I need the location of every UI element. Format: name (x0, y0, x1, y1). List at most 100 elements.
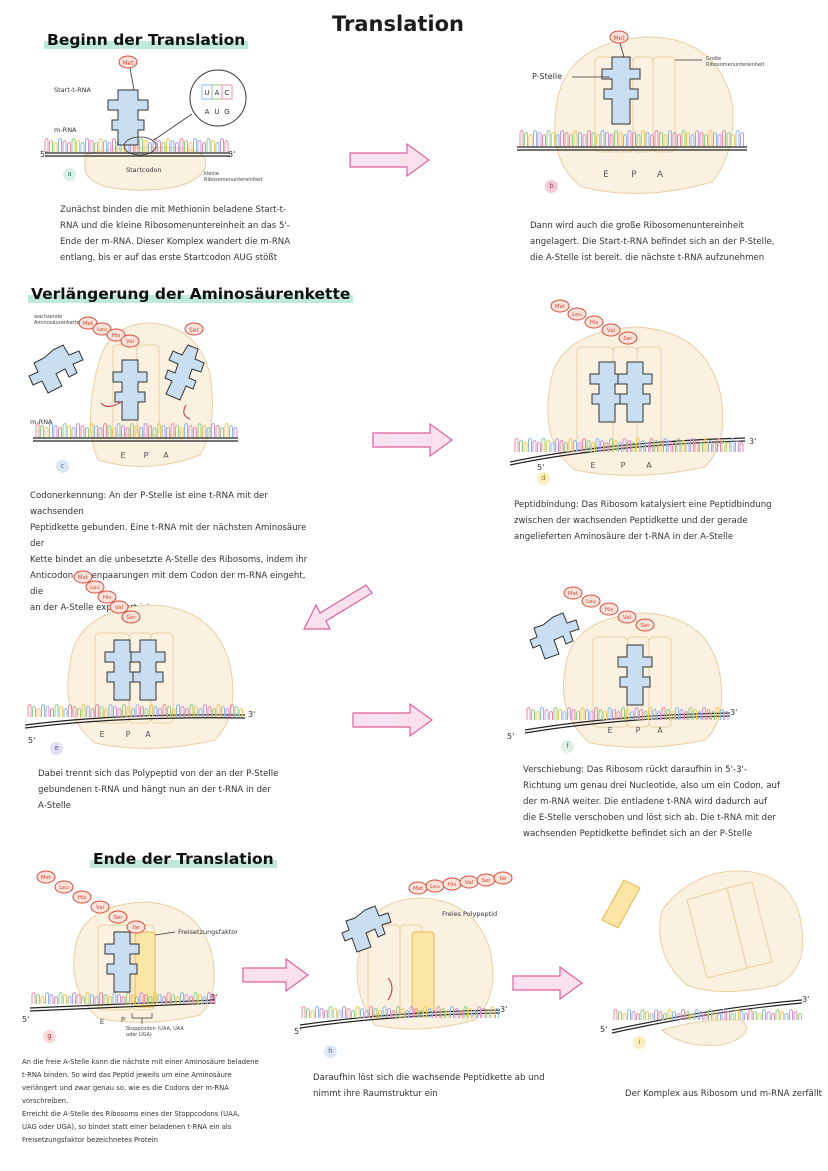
mrna-base (613, 440, 618, 452)
mrna-base (654, 1009, 658, 1020)
mrna-base (757, 1013, 762, 1020)
mrna-base (167, 706, 171, 717)
mrna-base (553, 707, 558, 720)
mrna-base (578, 132, 582, 146)
mrna-base (49, 423, 53, 437)
label-wachsende-kette: wachsende Aminosäurenkette (34, 314, 80, 326)
mrna-base (99, 706, 104, 717)
mrna-base (681, 440, 685, 452)
mrna-base (53, 142, 58, 152)
amino-acid (618, 331, 638, 345)
mrna-base (184, 994, 189, 1004)
mrna-base (641, 130, 645, 146)
mrna-base (722, 130, 726, 146)
section-heading-beginn: Beginn der Translation (44, 31, 249, 49)
mrna-base (184, 423, 188, 437)
mrna-base (158, 708, 162, 717)
mrna-base (648, 707, 652, 720)
mrna-base (206, 427, 211, 437)
amino-acid-label: Met (78, 575, 89, 581)
mrna-base (76, 994, 81, 1004)
mrna-base (44, 138, 49, 152)
amino-acid-label: Val (607, 328, 616, 334)
mrna-base (95, 704, 99, 717)
mrna-base (721, 1009, 726, 1020)
mrna-base (622, 438, 627, 452)
mrna-base (713, 132, 717, 146)
mrna-base (540, 707, 544, 720)
mrna-base (161, 142, 166, 152)
mrna-base (541, 438, 546, 452)
mrna-base (423, 1006, 427, 1018)
mrna-base (202, 142, 206, 152)
mrna-base (618, 132, 623, 146)
mrna-base (117, 708, 122, 717)
mrna-base (726, 1011, 730, 1020)
mrna-base (193, 427, 197, 437)
mrna-base (459, 1010, 463, 1018)
mrna-base (625, 709, 630, 720)
mrna-base (62, 140, 67, 152)
svg-text:3': 3' (500, 1005, 507, 1014)
mrna-base (726, 442, 730, 452)
mrna-base (663, 1013, 667, 1020)
large-subunit-i (659, 870, 804, 992)
svg-text:E: E (603, 170, 609, 180)
mrna-base (81, 996, 85, 1004)
mrna-base (121, 425, 125, 437)
mrna-base (54, 704, 59, 717)
mrna-base (649, 1013, 654, 1020)
mrna-base (528, 438, 532, 452)
mrna-base (40, 425, 44, 437)
mrna-base (708, 1009, 712, 1020)
section-heading-ende: Ende der Translation (90, 850, 277, 868)
mrna-base (405, 1010, 409, 1018)
mrna-base (161, 425, 166, 437)
mrna-base (789, 1009, 793, 1020)
mrna-base (125, 427, 130, 437)
mrna-base (215, 142, 220, 152)
amino-ser-c (184, 322, 204, 336)
svg-text:5': 5' (507, 732, 514, 741)
svg-text:5': 5' (537, 463, 544, 472)
mrna-base (148, 425, 152, 437)
mrna-base (748, 1009, 753, 1020)
mrna-base (591, 442, 595, 452)
amino-acid-label: Val (465, 880, 474, 886)
mrna-base (387, 1008, 391, 1018)
mrna-base (693, 709, 697, 720)
mrna-base (542, 134, 546, 146)
arrow-d-to-e (303, 584, 373, 630)
mrna-base (712, 442, 717, 452)
mrna-base (103, 994, 108, 1004)
mrna-base (688, 707, 693, 720)
mrna-base (364, 1010, 369, 1018)
amino-acid (90, 900, 110, 914)
mrna-base (58, 138, 62, 152)
mrna-base (72, 706, 77, 717)
label-start-trna: Start-t-RNA (54, 86, 91, 94)
mrna-base (140, 706, 144, 717)
mrna-base (135, 996, 139, 1004)
mrna-base (598, 709, 603, 720)
mrna-base (76, 423, 80, 437)
mrna-base (193, 992, 198, 1004)
mrna-base (89, 140, 94, 152)
mrna-base (605, 132, 609, 146)
amino-acid (617, 610, 637, 624)
mrna-base (179, 427, 184, 437)
mrna-base (616, 711, 621, 720)
amino-acid-label: Leu (90, 585, 100, 591)
mrna-base (657, 711, 661, 720)
mrna-base (495, 1008, 499, 1018)
mrna-base (432, 1010, 436, 1018)
mrna-base (697, 711, 702, 720)
amino-acid (109, 600, 129, 614)
mrna-base (702, 707, 706, 720)
mrna-base (703, 1013, 708, 1020)
mrna-base (153, 706, 158, 717)
mrna-base (623, 134, 627, 146)
mrna-base (36, 994, 40, 1004)
mrna-base (27, 704, 32, 717)
svg-text:A: A (657, 726, 663, 735)
